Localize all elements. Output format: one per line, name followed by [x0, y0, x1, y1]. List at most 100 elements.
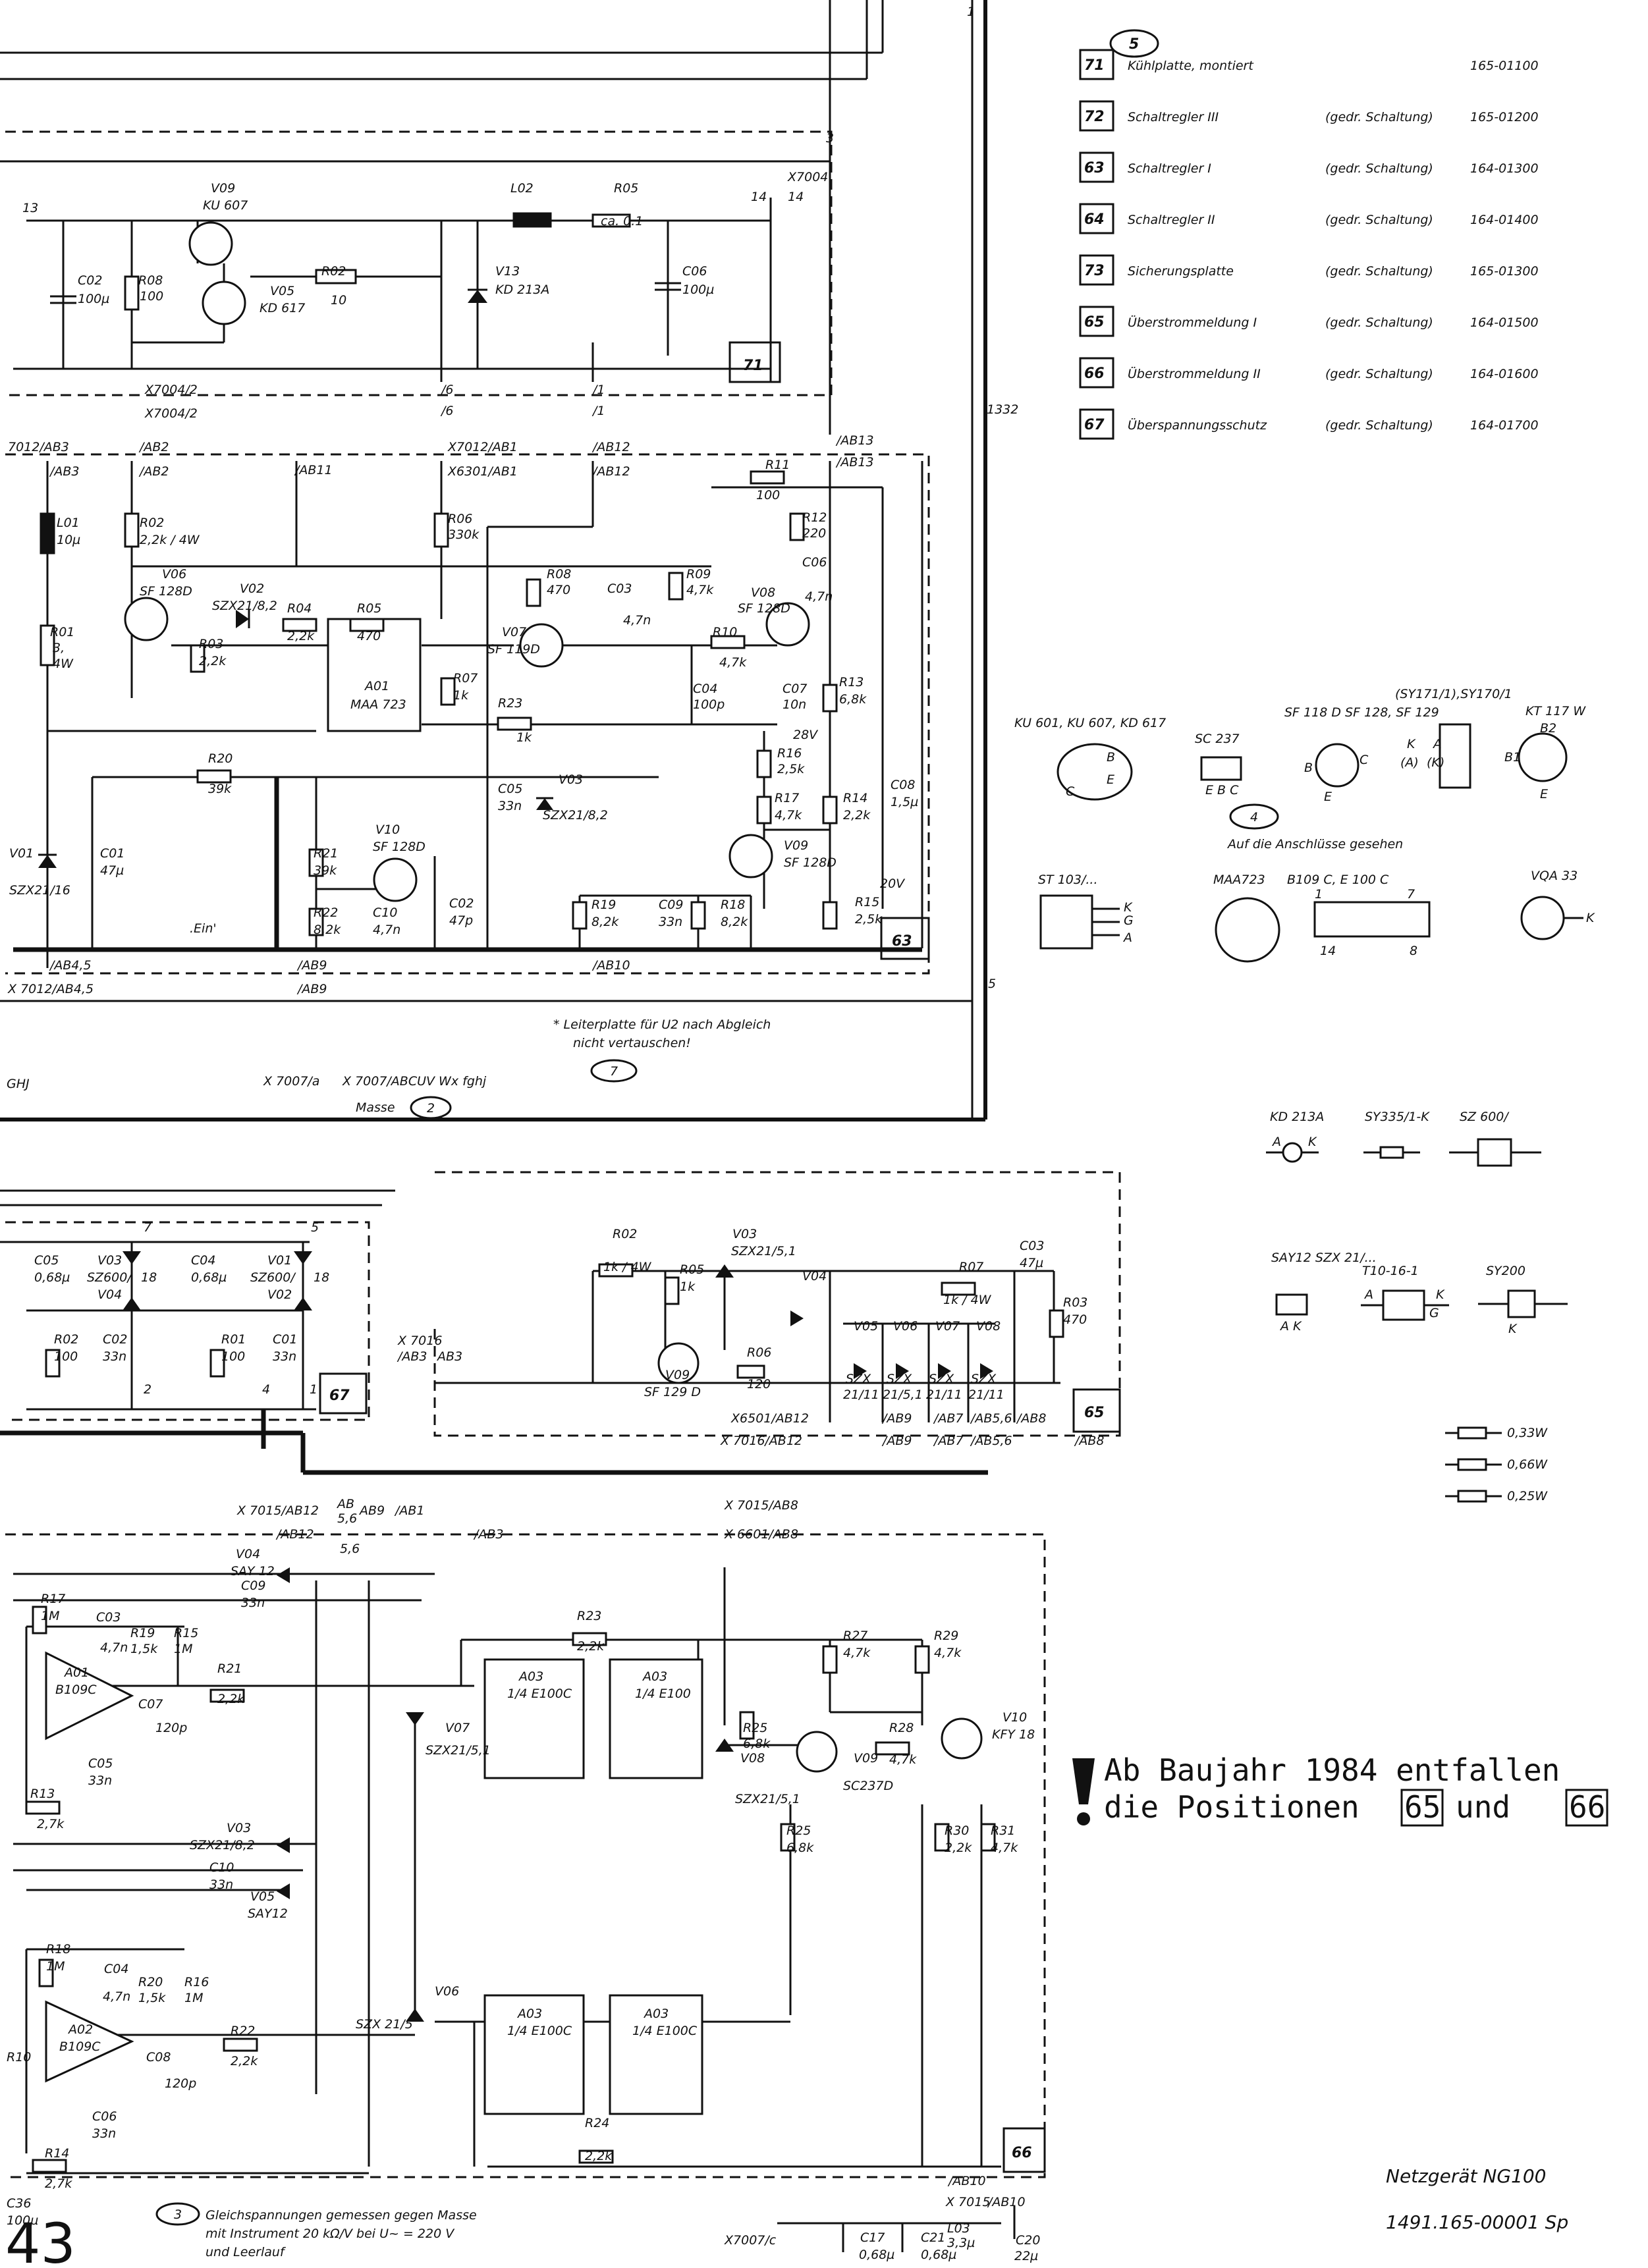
component-label: X 7016: [397, 1334, 442, 1348]
component-label: /AB10: [947, 2174, 986, 2188]
component-label: V03: [97, 1253, 122, 1268]
board-71-number: 71: [743, 358, 763, 374]
component-label: 100µ: [682, 283, 714, 297]
component-label: 4,7n: [100, 1640, 128, 1655]
legend-066w-icon: [1457, 1458, 1487, 1471]
component-label: R17: [775, 791, 799, 805]
parts-list-number-box: [1079, 49, 1114, 80]
component-label: X6301/AB1: [447, 464, 518, 479]
pinout-st103-icon: [1039, 894, 1093, 950]
parts-list-part: 165-01200: [1470, 110, 1539, 124]
svg-text:E: E: [1324, 790, 1332, 804]
parts-list-number-box: [1079, 203, 1114, 234]
component-label: SZX21/5,1: [735, 1792, 800, 1806]
component-label: 4,7k: [719, 655, 747, 670]
component-label: 1k: [453, 688, 469, 703]
resistor-r08-63: [526, 578, 541, 607]
component-label: V02: [240, 581, 264, 596]
component-label: SZX: [971, 1372, 997, 1386]
component-label: R21: [314, 846, 338, 861]
parts-list-type: (gedr. Schaltung): [1325, 161, 1433, 176]
component-label: SZX: [887, 1372, 912, 1386]
component-label: R18: [721, 898, 745, 912]
board-65-frame: 65: [433, 1171, 1121, 1437]
pinout-maa723-icon: [1215, 897, 1280, 963]
parts-list-part: 165-01300: [1470, 264, 1539, 279]
board-67-wiring: [0, 1189, 988, 1475]
parts-list-name: Schaltregler I: [1128, 161, 1211, 176]
component-label: 2,2k: [287, 629, 315, 643]
component-label: R07: [453, 671, 478, 686]
component-label: R14: [843, 791, 867, 805]
gate-a03-3: [483, 1994, 585, 2115]
transistor-v05-71: [202, 281, 246, 325]
legend-033w-icon: [1457, 1426, 1487, 1440]
component-label: X7007/c: [724, 2233, 777, 2248]
component-label: 1/4 E100C: [632, 2024, 698, 2038]
component-label: 5: [988, 977, 996, 991]
component-label: R19: [591, 898, 616, 912]
component-label: SZ600/: [250, 1270, 296, 1285]
component-label: 1,5k: [138, 1991, 166, 2005]
component-label: R18: [46, 1942, 70, 1957]
resistor-r03-65: [1049, 1309, 1064, 1338]
parts-list-number: 71: [1084, 57, 1105, 74]
component-label: V08: [976, 1319, 1001, 1334]
resistor-r14-66: [32, 2159, 67, 2173]
parts-list-part: 164-01600: [1470, 367, 1539, 381]
component-label: B109C: [59, 2039, 101, 2054]
component-label: V05: [270, 284, 294, 298]
component-label: 100: [756, 488, 780, 502]
resistor-r12: [789, 512, 805, 541]
parts-list-part: 165-01100: [1470, 59, 1539, 73]
resistor-r15: [822, 901, 838, 930]
component-label: R25: [743, 1721, 767, 1735]
parts-list-number-box: [1079, 254, 1114, 286]
svg-text:8: 8: [1410, 944, 1417, 958]
component-label: 470: [547, 583, 570, 597]
board-63-box: [880, 917, 930, 960]
resistor-r13-66: [25, 1800, 61, 1815]
component-label: R11: [765, 458, 790, 472]
component-label: SAY 12: [231, 1564, 275, 1579]
component-label: C04: [693, 682, 717, 696]
component-label: X 7016/AB12: [720, 1434, 802, 1448]
component-label: 4,7n: [623, 613, 651, 628]
transistor-v10-66: [941, 1717, 983, 1760]
component-label: 1M: [184, 1991, 203, 2005]
component-label: R01: [221, 1332, 246, 1347]
transistor-v07: [519, 623, 564, 668]
component-label: X6501/AB12: [730, 1411, 809, 1426]
component-label: 6,8k: [839, 692, 867, 707]
component-label: /AB7: [933, 1434, 964, 1448]
resistor-r13: [822, 684, 838, 713]
component-label: 33n: [498, 799, 522, 813]
component-label: 18: [314, 1270, 329, 1285]
component-label: /AB13: [835, 433, 874, 448]
component-label: V08: [740, 1751, 765, 1766]
component-label: 4,7k: [889, 1752, 917, 1767]
component-label: /AB10: [987, 2195, 1026, 2209]
parts-list-number-box: [1079, 306, 1114, 337]
component-label: V04: [236, 1547, 260, 1561]
component-label: /AB1: [394, 1503, 425, 1518]
component-label: ca. 0.1: [601, 214, 643, 229]
component-label: 330k: [448, 527, 480, 542]
parts-list-part: 164-01400: [1470, 213, 1539, 227]
component-label: C06: [802, 555, 827, 570]
component-label: C02: [449, 896, 474, 911]
masse-label: Masse: [356, 1100, 395, 1115]
component-label: 18: [141, 1270, 157, 1285]
component-label: 4,7n: [373, 923, 400, 937]
parts-list-part: 164-01300: [1470, 161, 1539, 176]
resistor-r29: [914, 1645, 930, 1674]
component-label: 8,2k: [591, 915, 619, 929]
component-label: R08: [138, 273, 163, 288]
component-label: 4,7k: [934, 1646, 962, 1660]
component-label: SZX21/16: [9, 883, 70, 898]
component-label: V05: [250, 1889, 275, 1904]
component-label: R02: [140, 516, 164, 530]
